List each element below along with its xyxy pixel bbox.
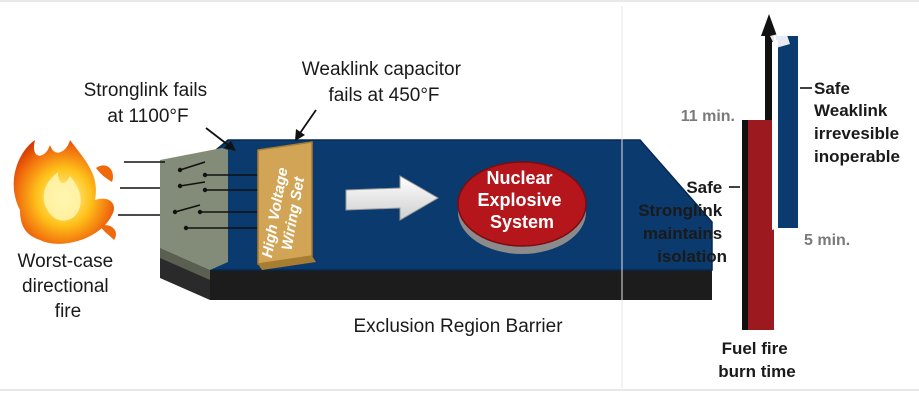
fuel-fire-bar-edge [742, 120, 748, 330]
svg-text:Fuel fire burn time: Fuel fire burn time [718, 339, 795, 381]
switch-contacts [172, 167, 208, 231]
wiring-set-edge [258, 256, 316, 270]
fuel-fire-line2: burn time [718, 362, 795, 381]
stronglink-safe-line3: maintains [643, 224, 722, 243]
nuclear-label-line2: Explosive [477, 190, 561, 210]
stronglink-box [160, 148, 228, 270]
stronglink-fail-line2: at 1100°F [107, 106, 188, 127]
weaklink-safe-line4: inoperable [814, 147, 900, 166]
nuclear-label-line3: System [490, 212, 554, 232]
svg-text:Safe Weaklink irrevesi: Safe Weaklink irrevesible inoperable [814, 79, 904, 166]
svg-text:Worst-case directional: Worst-case directional fire [17, 251, 118, 322]
nuclear-disc [457, 161, 587, 247]
bar-break [770, 32, 790, 48]
timeline-arrow-head [761, 14, 777, 36]
flow-arrow [345, 175, 439, 221]
weaklink-safe-line1: Safe [814, 79, 850, 98]
fuel-fire-bar [746, 120, 774, 330]
stronglink-switches [118, 161, 262, 229]
base-slab-front [210, 270, 712, 300]
stronglink-safe-line4: isolation [657, 247, 727, 266]
weaklink-safe-line3: irrevesible [814, 124, 899, 143]
stronglink-safe-line1: Safe [686, 178, 722, 197]
weaklink-bar [776, 36, 798, 228]
label-11-min: 11 min. [681, 108, 735, 125]
svg-text:Weaklink capacitor fails a: Weaklink capacitor fails at 450°F [302, 59, 466, 106]
fire-label-line3: fire [55, 301, 81, 322]
svg-text:Stronglink fails at 1100°F: Stronglink fails at 1100°F [84, 80, 213, 127]
weaklink-pointer-head [295, 129, 305, 141]
weaklink-fail-line1: Weaklink capacitor [302, 59, 462, 80]
label-5-min: 5 min. [804, 232, 850, 249]
barrier-label: Exclusion Region Barrier [353, 316, 563, 337]
stronglink-fail-line1: Stronglink fails [84, 80, 208, 101]
svg-text:Nuclear Explosive Syst: Nuclear Explosive System [477, 168, 566, 232]
stronglink-safe-line2: Stronglink [638, 201, 723, 220]
weaklink-safe-line2: Weaklink [814, 101, 888, 120]
stronglink-pointer-head [224, 141, 236, 151]
fire-label-line1: Worst-case [17, 251, 113, 272]
weaklink-fail-line2: fails at 450°F [328, 85, 439, 106]
fire-icon [13, 140, 117, 244]
weaklink-pointer [297, 109, 317, 137]
stronglink-box-edge [160, 248, 210, 280]
svg-text:Safe Stronglink mainta: Safe Stronglink maintains isolation [638, 178, 727, 266]
bar-gap [772, 40, 778, 230]
fuel-fire-line1: Fuel fire [722, 339, 788, 358]
fire-label-line2: directional [22, 276, 109, 297]
nuclear-label-line1: Nuclear [486, 168, 552, 188]
